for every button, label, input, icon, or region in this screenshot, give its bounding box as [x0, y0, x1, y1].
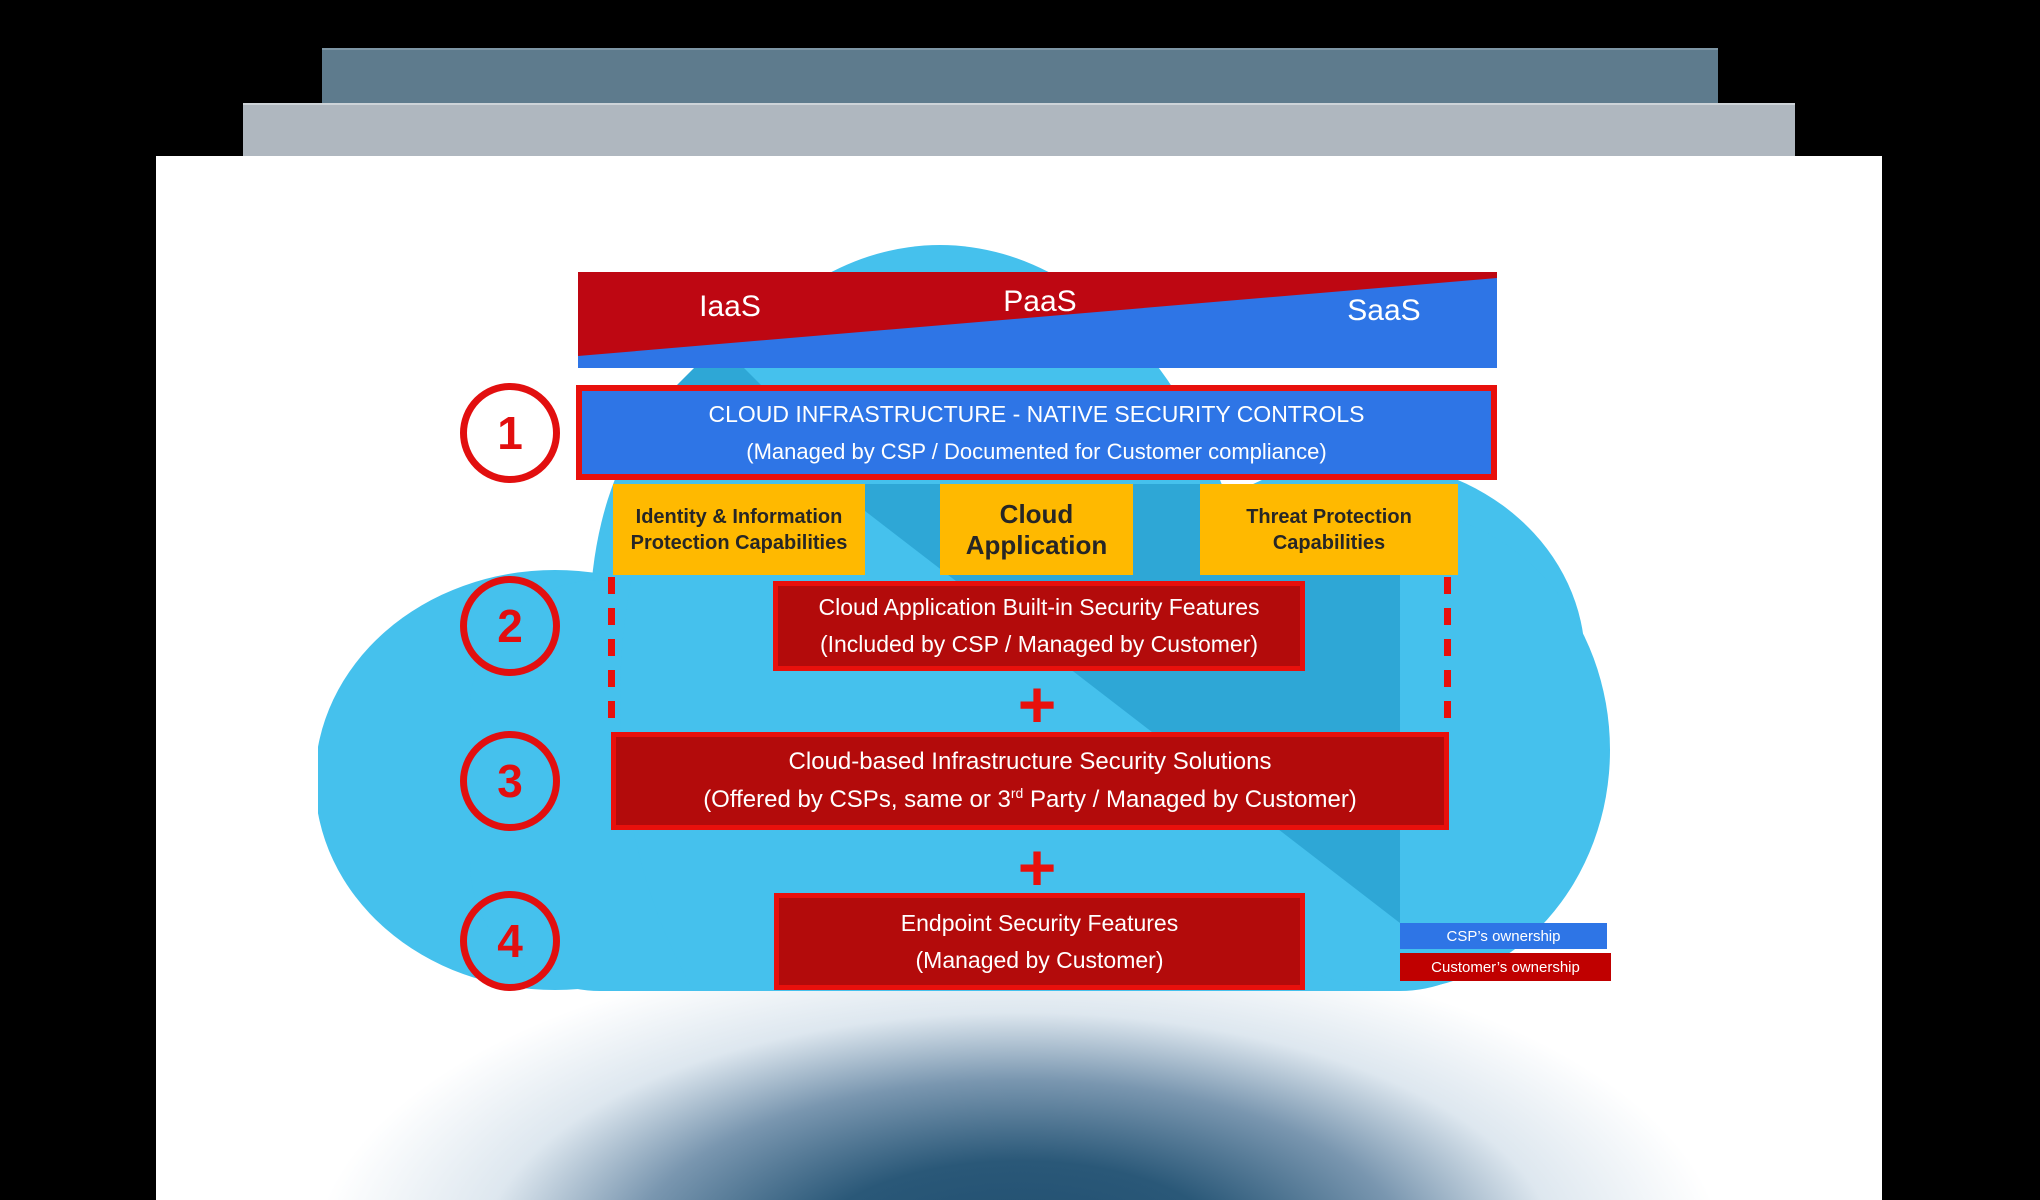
row3-title: Cloud-based Infrastructure Security Solu…: [788, 748, 1272, 775]
step-number-2: 2: [497, 600, 523, 652]
step-number-1: 1: [497, 407, 523, 459]
dashed-line-left: [608, 577, 615, 730]
row3-subtitle-sup: rd: [1010, 785, 1024, 801]
label-saas: SaaS: [1347, 294, 1421, 327]
legend-csp-label: CSP’s ownership: [1446, 927, 1561, 945]
legend-csp-ownership: CSP’s ownership: [1400, 923, 1607, 949]
cloud-application-box: Cloud Application: [940, 484, 1133, 575]
builtin-security-features-box: Cloud Application Built-in Security Feat…: [773, 581, 1305, 671]
step-circle-4: 4: [460, 891, 560, 991]
threat-protection-box: Threat Protection Capabilities: [1200, 484, 1458, 575]
infrastructure-security-solutions-box: Cloud-based Infrastructure Security Solu…: [611, 732, 1449, 830]
threat-protection-line2: Capabilities: [1272, 531, 1386, 554]
step-number-4: 4: [497, 915, 523, 967]
threat-protection-line1: Threat Protection: [1246, 505, 1412, 528]
step-number-3: 3: [497, 755, 523, 807]
identity-protection-line1: Identity & Information: [635, 505, 843, 528]
dashed-line-right: [1444, 577, 1451, 730]
plus-sign-1: +: [1017, 667, 1057, 741]
identity-protection-line2: Protection Capabilities: [630, 531, 848, 554]
top-chrome-bar-dark: [322, 48, 1718, 105]
endpoint-security-features-box: Endpoint Security Features (Managed by C…: [774, 893, 1305, 990]
step-circle-2: 2: [460, 576, 560, 676]
label-iaas: IaaS: [699, 290, 761, 323]
row3-subtitle-post: Party / Managed by Customer): [1023, 786, 1357, 813]
top-chrome-bar-light: [243, 103, 1795, 158]
plus-sign-2: +: [1017, 830, 1057, 904]
step-circle-3: 3: [460, 731, 560, 831]
row3-subtitle-pre: (Offered by CSPs, same or 3: [703, 786, 1011, 813]
row4-title: Endpoint Security Features: [900, 909, 1179, 936]
label-paas: PaaS: [1003, 285, 1077, 318]
step-circle-1: 1: [460, 383, 560, 483]
legend-customer-ownership: Customer’s ownership: [1400, 953, 1611, 981]
row1-subtitle: (Managed by CSP / Documented for Custome…: [746, 438, 1327, 464]
csp-responsibility-wedge: [578, 272, 1497, 356]
row2-subtitle: (Included by CSP / Managed by Customer): [819, 631, 1259, 657]
identity-protection-box: Identity & Information Protection Capabi…: [613, 484, 865, 575]
cloud-application-line1: Cloud: [999, 498, 1074, 529]
row4-subtitle: (Managed by Customer): [915, 946, 1164, 973]
legend-customer-label: Customer’s ownership: [1431, 958, 1580, 976]
service-model-bar: IaaS PaaS SaaS: [578, 272, 1497, 368]
row1-title: CLOUD INFRASTRUCTURE - NATIVE SECURITY C…: [708, 400, 1365, 427]
native-security-controls-box: CLOUD INFRASTRUCTURE - NATIVE SECURITY C…: [576, 385, 1497, 480]
cloud-application-line2: Application: [965, 529, 1108, 560]
row2-title: Cloud Application Built-in Security Feat…: [818, 594, 1260, 620]
row3-subtitle: (Offered by CSPs, same or 3rd Party / Ma…: [703, 786, 1357, 814]
